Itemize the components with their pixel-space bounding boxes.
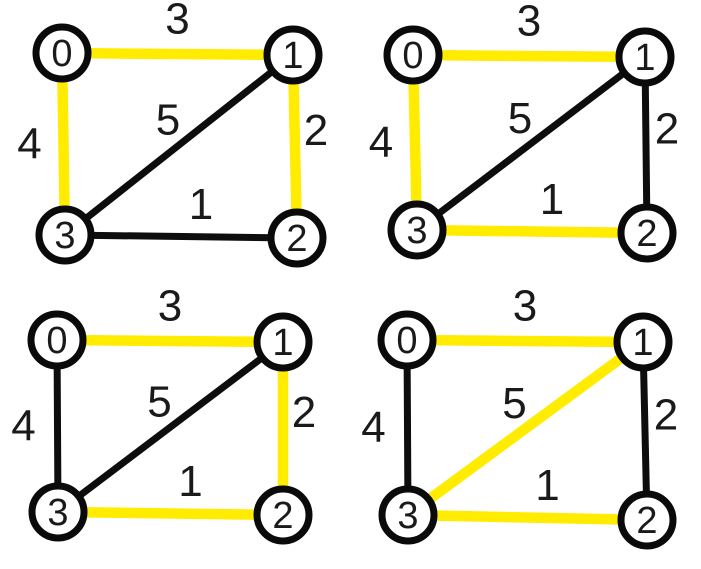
node-0-label: 0 [402, 35, 423, 77]
node-0-circle [377, 310, 437, 370]
edge-weight-1-2: 2 [292, 388, 316, 437]
edge-3-2-highlighted [52, 506, 289, 521]
edge-weight-1-2: 2 [304, 106, 328, 155]
node-2-circle [617, 490, 677, 550]
edge-weight-0-3: 4 [17, 120, 41, 169]
edge-weight-3-1: 5 [508, 94, 532, 143]
edge-weight-0-1: 3 [513, 282, 537, 331]
node-1-label: 1 [282, 35, 303, 77]
edge-3-1 [54, 338, 287, 516]
node-0-circle [32, 23, 92, 83]
edge-3-1 [413, 53, 649, 234]
edge-0-1-highlighted [56, 47, 299, 61]
node-3-label: 3 [54, 215, 75, 257]
node-2-circle [253, 485, 313, 545]
edge-weight-0-1: 3 [165, 0, 189, 44]
edge-weight-0-3: 4 [361, 403, 385, 452]
node-2-label: 2 [636, 213, 657, 255]
node-2-label: 2 [286, 218, 307, 260]
node-1-circle [613, 312, 673, 372]
node-3-circle [387, 200, 447, 260]
edge-weight-3-1: 5 [147, 378, 171, 427]
edge-weight-3-2: 1 [535, 461, 559, 510]
node-1-circle [615, 27, 675, 87]
edge-weight-0-1: 3 [517, 0, 541, 46]
node-3-circle [378, 485, 438, 545]
edge-1-2-highlighted [287, 49, 303, 244]
edge-weight-0-3: 4 [369, 118, 393, 167]
edge-0-1-highlighted [407, 49, 651, 63]
node-3-label: 3 [406, 210, 427, 252]
edge-3-1-highlighted [402, 336, 649, 521]
edge-3-2 [61, 231, 301, 242]
node-3-circle [28, 482, 88, 542]
edge-1-2 [639, 338, 651, 524]
node-2-circle [617, 203, 677, 263]
edge-3-2-highlighted [411, 224, 653, 239]
edge-weight-3-2: 1 [189, 180, 213, 229]
edge-weight-0-3: 4 [11, 402, 35, 451]
edge-weight-1-2: 2 [655, 105, 679, 154]
node-0-label: 0 [51, 33, 72, 75]
node-3-label: 3 [397, 495, 418, 537]
node-1-circle [263, 25, 323, 85]
edge-weight-3-1: 5 [502, 379, 526, 428]
edge-3-1 [61, 51, 297, 239]
edge-3-2-highlighted [402, 509, 653, 526]
edge-weight-3-1: 5 [156, 96, 180, 145]
node-1-circle [253, 312, 313, 372]
node-2-label: 2 [272, 495, 293, 537]
node-2-label: 2 [636, 500, 657, 542]
edge-weight-1-2: 2 [654, 391, 678, 440]
edge-0-3-highlighted [56, 47, 71, 241]
node-0-label: 0 [396, 320, 417, 362]
edge-weight-0-1: 3 [158, 282, 182, 331]
edge-weight-3-2: 1 [178, 457, 202, 506]
node-3-label: 3 [47, 492, 68, 534]
edge-0-1-highlighted [401, 334, 649, 348]
edge-0-1-highlighted [51, 334, 289, 348]
node-1-label: 1 [272, 322, 293, 364]
node-0-circle [383, 25, 443, 85]
node-0-circle [27, 310, 87, 370]
edge-weight-3-2: 1 [540, 175, 564, 224]
node-0-label: 0 [46, 320, 67, 362]
node-2-circle [267, 208, 327, 268]
node-1-label: 1 [634, 37, 655, 79]
node-3-circle [35, 205, 95, 265]
node-1-label: 1 [632, 322, 653, 364]
